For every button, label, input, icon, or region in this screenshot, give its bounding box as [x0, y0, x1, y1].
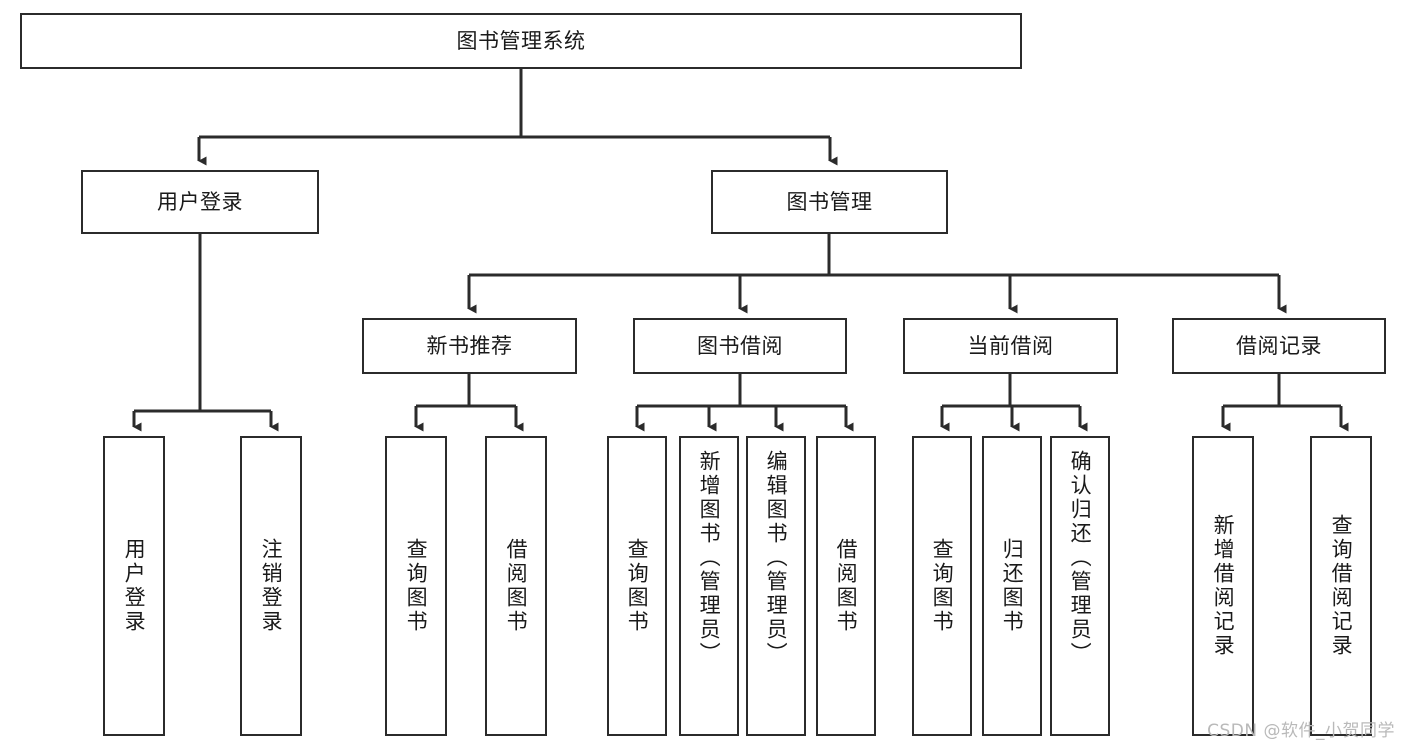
node-leaf-borrow-book-recommend[interactable]: 借阅图书 — [485, 436, 547, 736]
node-leaf-query-book-borrow[interactable]: 查询图书 — [607, 436, 667, 736]
node-leaf-return-book-label: 归还图书 — [1000, 538, 1025, 634]
node-book-management-label: 图书管理 — [786, 189, 873, 214]
node-leaf-query-borrow-record-label: 查询借阅记录 — [1329, 514, 1354, 658]
node-leaf-borrow-book-recommend-label: 借阅图书 — [504, 538, 529, 634]
node-book-management[interactable]: 图书管理 — [711, 170, 948, 234]
node-book-borrow[interactable]: 图书借阅 — [633, 318, 847, 374]
node-leaf-edit-book-admin-label: 编辑图书（管理员） — [764, 450, 789, 666]
node-leaf-edit-book-admin[interactable]: 编辑图书（管理员） — [746, 436, 806, 736]
node-leaf-add-borrow-record-label: 新增借阅记录 — [1211, 514, 1236, 658]
node-root-label: 图书管理系统 — [456, 28, 586, 53]
node-leaf-add-borrow-record[interactable]: 新增借阅记录 — [1192, 436, 1254, 736]
node-leaf-query-book-borrow-label: 查询图书 — [625, 538, 650, 634]
node-current-borrow-label: 当前借阅 — [967, 333, 1054, 358]
node-new-book-recommend[interactable]: 新书推荐 — [362, 318, 577, 374]
node-leaf-add-book-admin[interactable]: 新增图书（管理员） — [679, 436, 739, 736]
node-user-login[interactable]: 用户登录 — [81, 170, 319, 234]
watermark-text: CSDN @软件_小贺同学 — [1207, 721, 1395, 741]
node-leaf-query-book-recommend[interactable]: 查询图书 — [385, 436, 447, 736]
node-leaf-confirm-return-admin[interactable]: 确认归还（管理员） — [1050, 436, 1110, 736]
node-leaf-return-book[interactable]: 归还图书 — [982, 436, 1042, 736]
node-leaf-logout[interactable]: 注销登录 — [240, 436, 302, 736]
node-leaf-logout-label: 注销登录 — [259, 538, 284, 634]
node-book-borrow-label: 图书借阅 — [697, 333, 783, 358]
node-leaf-user-login[interactable]: 用户登录 — [103, 436, 165, 736]
node-root[interactable]: 图书管理系统 — [20, 13, 1022, 69]
node-leaf-query-book-current[interactable]: 查询图书 — [912, 436, 972, 736]
node-leaf-user-login-label: 用户登录 — [122, 538, 147, 634]
node-leaf-borrow-book-label: 借阅图书 — [834, 538, 859, 634]
node-borrow-record[interactable]: 借阅记录 — [1172, 318, 1386, 374]
node-new-book-recommend-label: 新书推荐 — [426, 333, 513, 358]
node-leaf-add-book-admin-label: 新增图书（管理员） — [697, 450, 722, 666]
node-leaf-borrow-book[interactable]: 借阅图书 — [816, 436, 876, 736]
node-user-login-label: 用户登录 — [157, 189, 243, 214]
node-current-borrow[interactable]: 当前借阅 — [903, 318, 1118, 374]
node-leaf-query-book-recommend-label: 查询图书 — [404, 538, 429, 634]
node-borrow-record-label: 借阅记录 — [1236, 333, 1322, 358]
node-leaf-confirm-return-admin-label: 确认归还（管理员） — [1068, 450, 1093, 666]
node-leaf-query-borrow-record[interactable]: 查询借阅记录 — [1310, 436, 1372, 736]
node-leaf-query-book-current-label: 查询图书 — [930, 538, 955, 634]
